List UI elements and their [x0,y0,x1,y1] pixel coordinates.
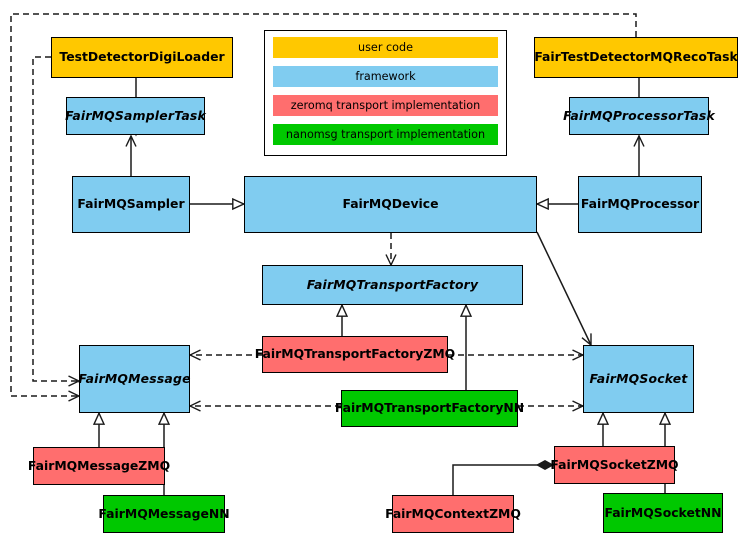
legend-item-nanomsg: nanomsg transport implementation [273,124,498,145]
class-node-TestDetectorDigiLoader[interactable]: TestDetectorDigiLoader [51,37,233,78]
legend-item-framework: framework [273,66,498,87]
legend-label-zeromq: zeromq transport implementation [290,99,481,112]
class-node-FairMQDevice[interactable]: FairMQDevice [244,176,537,233]
edge-device-to-socket [536,231,591,345]
class-node-FairMQMessageZMQ[interactable]: FairMQMessageZMQ [28,447,170,485]
class-node-FairTestDetectorMQRecoTask[interactable]: FairTestDetectorMQRecoTask [534,37,738,78]
class-node-FairMQSocketNN[interactable]: FairMQSocketNN [603,493,723,533]
edge-contextzmq-to-socketzmq [452,465,554,495]
class-node-FairMQContextZMQ[interactable]: FairMQContextZMQ [385,495,521,533]
legend-item-zeromq: zeromq transport implementation [273,95,498,116]
class-node-FairMQSampler[interactable]: FairMQSampler [72,176,190,233]
class-node-FairMQTransportFactory[interactable]: FairMQTransportFactory [262,265,523,305]
legend-label-framework: framework [355,70,416,83]
class-node-FairMQTransportFactoryZMQ[interactable]: FairMQTransportFactoryZMQ [255,336,455,373]
class-node-FairMQMessageNN[interactable]: FairMQMessageNN [98,495,230,533]
class-node-FairMQSocketZMQ[interactable]: FairMQSocketZMQ [550,446,679,484]
class-node-FairMQTransportFactoryNN[interactable]: FairMQTransportFactoryNN [335,390,524,427]
legend-label-user-code: user code [358,41,413,54]
class-node-FairMQProcessor[interactable]: FairMQProcessor [578,176,702,233]
class-node-FairMQProcessorTask[interactable]: FairMQProcessorTask [563,97,715,135]
legend-item-user-code: user code [273,37,498,58]
legend-label-nanomsg: nanomsg transport implementation [285,128,486,141]
class-node-FairMQMessage[interactable]: FairMQMessage [78,345,190,413]
class-node-FairMQSocket[interactable]: FairMQSocket [583,345,694,413]
class-node-FairMQSamplerTask[interactable]: FairMQSamplerTask [65,97,206,135]
